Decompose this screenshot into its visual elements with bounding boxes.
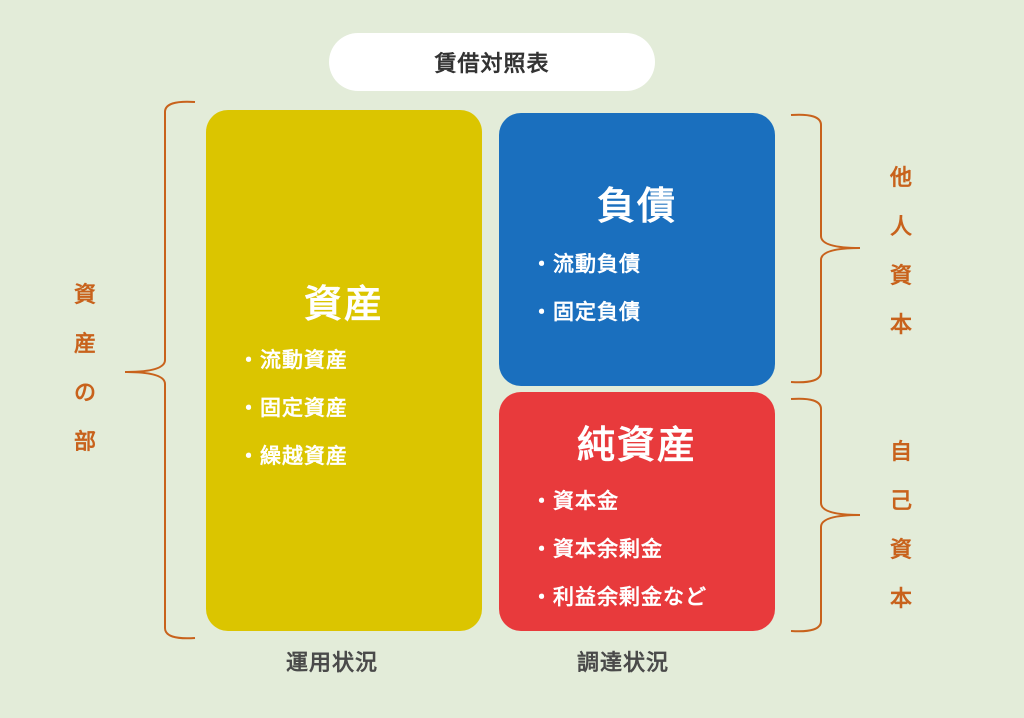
list-item: ・流動負債: [531, 240, 641, 288]
assets-box: 資産 ・流動資産 ・固定資産 ・繰越資産: [206, 110, 482, 631]
list-item: ・固定資産: [238, 384, 348, 432]
assets-title: 資産: [303, 282, 384, 326]
bullet-icon: ・: [238, 396, 260, 420]
liabilities-title: 負債: [596, 184, 677, 228]
list-item-label: 固定資産: [260, 396, 348, 420]
equity-box: 純資産 ・資本金 ・資本余剰金 ・利益余剰金など: [499, 392, 775, 631]
assets-list: ・流動資産 ・固定資産 ・繰越資産: [238, 336, 348, 480]
list-item: ・繰越資産: [238, 432, 348, 480]
label-char: 自: [889, 440, 912, 465]
bullet-icon: ・: [531, 300, 553, 324]
label-char: 本: [889, 313, 912, 338]
liabilities-box: 負債 ・流動負債 ・固定負債: [499, 113, 775, 386]
equity-capital-label: 自 己 資 本: [886, 428, 916, 624]
bullet-icon: ・: [238, 348, 260, 372]
label-char: 部: [73, 430, 96, 455]
list-item: ・固定負債: [531, 288, 641, 336]
list-item-label: 資本余剰金: [553, 537, 663, 561]
label-char: の: [73, 381, 96, 406]
diagram-title: 賃借対照表: [329, 33, 655, 91]
list-item-label: 流動負債: [553, 252, 641, 276]
bullet-icon: ・: [531, 252, 553, 276]
list-item: ・利益余剰金など: [531, 573, 707, 621]
right-top-brace-icon: [790, 113, 861, 384]
assets-section-label: 資 産 の 部: [70, 271, 100, 467]
list-item: ・資本金: [531, 477, 707, 525]
label-char: 資: [73, 283, 96, 308]
list-item-label: 資本金: [553, 489, 619, 513]
list-item: ・流動資産: [238, 336, 348, 384]
equity-title: 純資産: [576, 423, 697, 467]
list-item-label: 利益余剰金など: [553, 585, 707, 609]
funding-status-label: 調達状況: [577, 651, 670, 676]
label-char: 他: [889, 166, 912, 191]
list-item: ・資本余剰金: [531, 525, 707, 573]
list-item-label: 固定負債: [553, 300, 641, 324]
operating-status-label: 運用状況: [286, 651, 379, 676]
bullet-icon: ・: [531, 489, 553, 513]
list-item-label: 繰越資産: [260, 444, 348, 468]
bullet-icon: ・: [531, 585, 553, 609]
bullet-icon: ・: [238, 444, 260, 468]
external-capital-label: 他 人 資 本: [886, 154, 916, 350]
label-char: 資: [889, 538, 912, 563]
right-bottom-brace-icon: [790, 397, 861, 633]
bullet-icon: ・: [531, 537, 553, 561]
list-item-label: 流動資産: [260, 348, 348, 372]
label-char: 産: [73, 332, 96, 357]
label-char: 資: [889, 264, 912, 289]
label-char: 人: [889, 215, 912, 240]
label-char: 己: [889, 489, 912, 514]
left-brace-icon: [124, 100, 196, 640]
label-char: 本: [889, 587, 912, 612]
title-text: 賃借対照表: [434, 52, 550, 77]
equity-list: ・資本金 ・資本余剰金 ・利益余剰金など: [531, 477, 707, 621]
liabilities-list: ・流動負債 ・固定負債: [531, 240, 641, 336]
